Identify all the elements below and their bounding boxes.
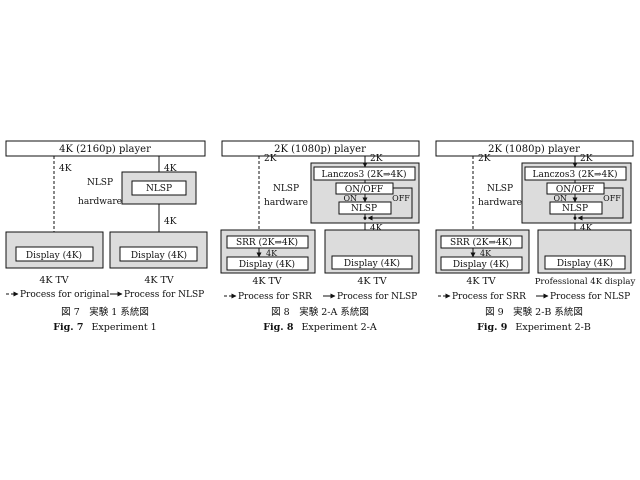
fig7-diagram: 4K (2160p) player 4K NLSP hardware 4K NL… — [5, 140, 208, 333]
fig7-nlsp-hw-line2: hardware — [78, 197, 122, 207]
fig8-caption-fig: Fig. 8 — [263, 322, 294, 333]
fig7-left-device: 4K TV — [39, 275, 68, 286]
fig9-on-label: ON — [553, 194, 567, 203]
fig9-player-box — [435, 140, 634, 157]
fig9-caption-en: Fig. 9 Experiment 2-B — [477, 322, 591, 333]
fig8-right-display-box — [331, 255, 413, 270]
fig9-right-edge-label-bottom: 4K — [580, 224, 593, 234]
fig7-legend-solid-label: Process for NLSP — [124, 290, 204, 300]
fig8-left-display-label: Display (4K) — [239, 259, 295, 270]
fig8-diagram: 2K (1080p) player 2K NLSP hardware 2K La… — [220, 140, 420, 333]
fig8-nlsp-hw-line2: hardware — [264, 198, 308, 208]
fig9-left-device: 4K TV — [466, 276, 495, 287]
fig8-right-edge-label-top: 2K — [370, 154, 383, 164]
fig8-left-device: 4K TV — [252, 276, 281, 287]
fig7-nlsp-box-label: NLSP — [146, 184, 172, 194]
fig8-srr-box — [226, 235, 309, 249]
fig8-srr-edge-label: 4K — [266, 249, 278, 258]
fig7-right-device: 4K TV — [144, 275, 173, 286]
fig8-caption-title: Experiment 2-A — [301, 322, 376, 333]
fig8-off-label: OFF — [392, 194, 410, 203]
fig7-left-display-label: Display (4K) — [26, 250, 82, 261]
fig8-right-edge-label-bottom: 4K — [370, 224, 383, 234]
fig9-right-display-label: Display (4K) — [557, 258, 613, 269]
fig9-right-edge-label-top: 2K — [580, 154, 593, 164]
fig9-nlsp-box-label: NLSP — [562, 204, 588, 214]
fig9-off-label: OFF — [603, 194, 621, 203]
fig9-srr-label: SRR (2K⇒4K) — [450, 237, 512, 248]
fig8-legend-solid-label: Process for NLSP — [337, 292, 417, 302]
fig7-nlsp-box — [131, 180, 187, 196]
fig8-left-display-box — [226, 256, 309, 271]
fig8-player-label: 2K (1080p) player — [274, 144, 366, 155]
fig9-right-device: Professional 4K display — [535, 277, 636, 287]
fig7-right-edge-label-top: 4K — [164, 164, 177, 174]
fig7-nlsp-hw-line1: NLSP — [87, 178, 113, 188]
fig7-caption-jp: 図 7 実験 1 系統図 — [61, 306, 149, 318]
fig8-switch-label: ON/OFF — [345, 185, 383, 195]
fig7-caption-title: Experiment 1 — [92, 322, 157, 333]
fig9-srr-box — [440, 235, 523, 249]
fig8-on-label: ON — [343, 194, 357, 203]
fig8-player-box — [221, 140, 420, 157]
fig9-srr-edge-label: 4K — [480, 249, 492, 258]
fig8-junction — [363, 216, 367, 220]
fig8-caption-jp: 図 8 実験 2-A 系統図 — [271, 306, 369, 318]
fig7-player-box — [5, 140, 206, 157]
fig9-right-display-box — [544, 255, 626, 270]
fig8-nlsp-box-label: NLSP — [351, 204, 377, 214]
fig8-legend-dashed-label: Process for SRR — [238, 292, 312, 302]
fig9-left-display-box — [440, 256, 523, 271]
fig9-left-display-label: Display (4K) — [453, 259, 509, 270]
fig7-left-edge-label: 4K — [59, 164, 72, 174]
fig7-right-display-box — [119, 246, 198, 262]
fig7-right-display-label: Display (4K) — [131, 250, 187, 261]
fig8-off-bypass-arrow — [367, 187, 413, 221]
fig8-srr-label: SRR (2K⇒4K) — [236, 237, 298, 248]
fig7-player-label: 4K (2160p) player — [59, 144, 151, 155]
fig9-junction — [573, 216, 577, 220]
fig7-left-display-box — [15, 246, 94, 262]
fig9-left-edge-label: 2K — [478, 154, 491, 164]
fig9-player-label: 2K (1080p) player — [488, 144, 580, 155]
fig8-lanczos-label: Lanczos3 (2K⇒4K) — [321, 169, 406, 180]
fig8-right-device: 4K TV — [357, 276, 386, 287]
fig9-off-bypass-arrow — [577, 187, 624, 221]
fig9-nlsp-box — [549, 201, 603, 215]
fig8-left-edge-label: 2K — [264, 154, 277, 164]
fig9-caption-fig: Fig. 9 — [477, 322, 508, 333]
fig8-nlsp-hw-line1: NLSP — [273, 184, 299, 194]
fig9-legend-solid-label: Process for NLSP — [550, 292, 630, 302]
fig7-right-edge-label-bottom: 4K — [164, 217, 177, 227]
fig8-caption-en: Fig. 8 Experiment 2-A — [263, 322, 377, 333]
fig9-diagram: 2K (1080p) player 2K NLSP hardware 2K La… — [435, 140, 636, 333]
fig7-caption-en: Fig. 7 Experiment 1 — [53, 322, 156, 333]
fig9-caption-title: Experiment 2-B — [515, 322, 590, 333]
fig9-switch-label: ON/OFF — [556, 185, 594, 195]
fig9-lanczos-label: Lanczos3 (2K⇒4K) — [532, 169, 617, 180]
fig7-caption-fig: Fig. 7 — [53, 322, 83, 333]
fig8-right-display-label: Display (4K) — [344, 258, 400, 269]
fig7-legend-dashed-label: Process for original — [20, 290, 110, 300]
fig9-legend-dashed-label: Process for SRR — [452, 292, 526, 302]
fig9-caption-jp: 図 9 実験 2-B 系統図 — [485, 306, 583, 318]
fig9-nlsp-hw-line2: hardware — [478, 198, 522, 208]
fig9-nlsp-hw-line1: NLSP — [487, 184, 513, 194]
